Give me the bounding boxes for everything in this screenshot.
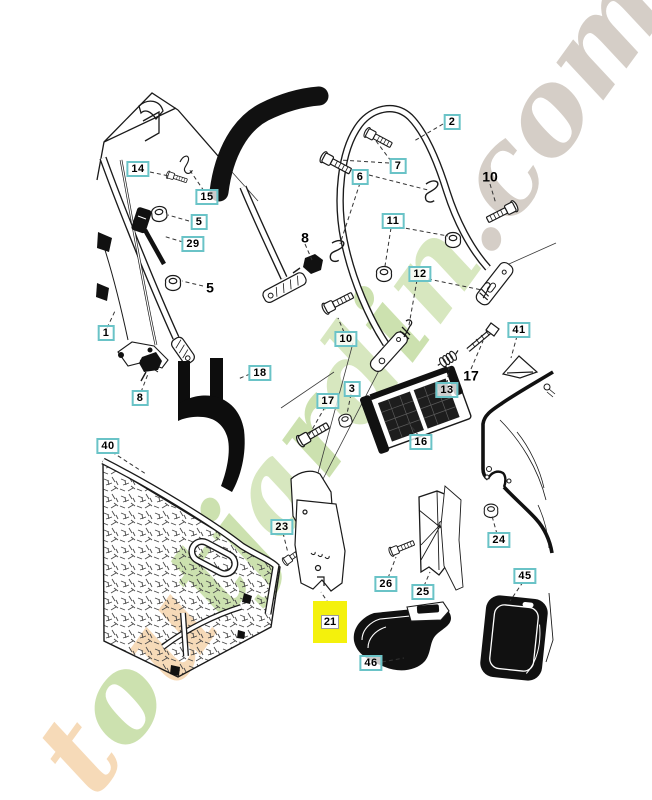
part-label-10-boxed[interactable]: 10: [334, 331, 358, 347]
left-handle-half: [239, 185, 307, 303]
mower-deck-outline: [96, 92, 233, 181]
part-label-13[interactable]: 13: [435, 382, 459, 398]
cover-45: [480, 595, 548, 681]
wing-knob-8-upper: [292, 254, 323, 274]
clamp-rod-29: [131, 207, 166, 266]
part-label-41[interactable]: 41: [507, 322, 531, 338]
part-label-17-boxed[interactable]: 17: [316, 393, 340, 409]
part-label-40[interactable]: 40: [96, 438, 120, 454]
leader-lines: [106, 123, 524, 663]
part-label-45[interactable]: 45: [513, 568, 537, 584]
part-label-7[interactable]: 7: [389, 158, 407, 174]
part-label-25[interactable]: 25: [411, 584, 435, 600]
part-label-23[interactable]: 23: [270, 519, 294, 535]
handle-grip: [209, 86, 329, 202]
part-label-14[interactable]: 14: [126, 161, 150, 177]
part-label-11[interactable]: 11: [381, 213, 405, 229]
part-label-6[interactable]: 6: [351, 169, 369, 185]
part-label-15[interactable]: 15: [195, 189, 219, 205]
mounting-bracket-plates: [290, 470, 346, 592]
part-label-18[interactable]: 18: [248, 365, 272, 381]
part-label-8-boxed[interactable]: 8: [131, 390, 149, 406]
part-label-3[interactable]: 3: [343, 381, 361, 397]
cover-45-guide: [545, 592, 554, 663]
part-label-21[interactable]: 21: [320, 615, 340, 629]
part-label-46[interactable]: 46: [359, 655, 383, 671]
part-label-21-highlight[interactable]: 21: [313, 601, 347, 643]
upper-handle-part2: [336, 105, 514, 372]
bolt-17-upper: [466, 322, 500, 352]
lower-handle-tube: [99, 156, 195, 365]
rear-housing-panel: [440, 370, 620, 591]
spring-13: [437, 350, 459, 368]
part-label-12[interactable]: 12: [408, 266, 432, 282]
handle-bracket-18: [178, 358, 245, 492]
deflector-chute-46: [353, 601, 451, 671]
part-label-26[interactable]: 26: [374, 576, 398, 592]
part-label-29[interactable]: 29: [181, 236, 205, 252]
bag-handle: [188, 537, 239, 578]
part-label-16[interactable]: 16: [409, 434, 433, 450]
part-label-8-plain[interactable]: 8: [301, 229, 309, 246]
wing-knob-8-lower: [139, 352, 162, 382]
fasteners: [150, 126, 520, 567]
part-label-24[interactable]: 24: [487, 532, 511, 548]
part-label-2[interactable]: 2: [443, 114, 461, 130]
part-label-5-boxed[interactable]: 5: [190, 214, 208, 230]
part-label-1[interactable]: 1: [97, 325, 115, 341]
part-label-5-plain[interactable]: 5: [206, 279, 214, 296]
grass-bag: [101, 457, 281, 678]
part-label-10-plain[interactable]: 10: [482, 168, 498, 185]
bracket-41: [501, 355, 539, 379]
part-label-17-plain[interactable]: 17: [463, 367, 479, 384]
